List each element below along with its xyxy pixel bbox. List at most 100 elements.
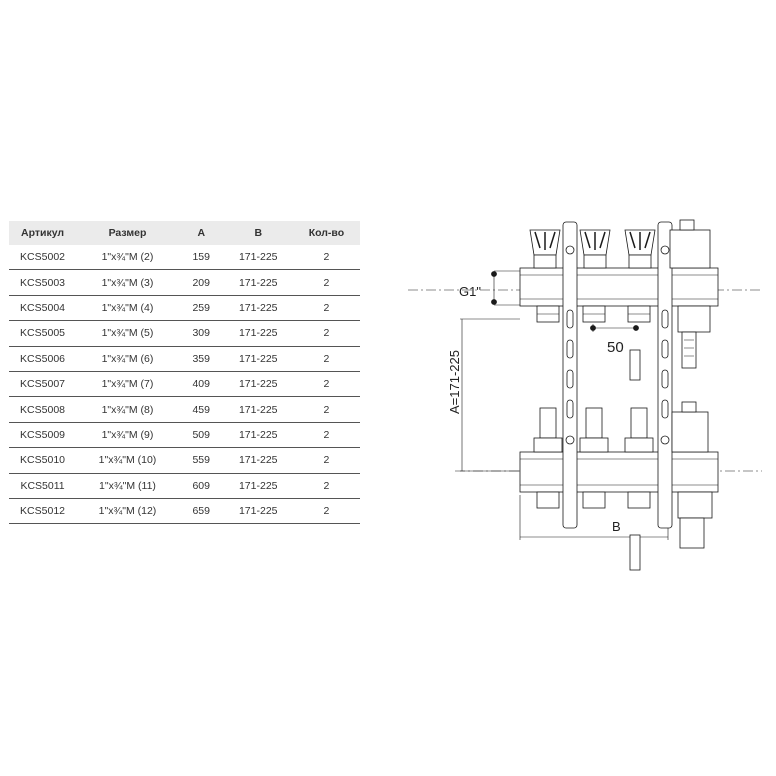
cell-size: 1"x¾"M (11) bbox=[76, 473, 179, 499]
cell-b: 171-225 bbox=[223, 371, 293, 398]
cell-b: 171-225 bbox=[223, 396, 293, 423]
cell-a: 159 bbox=[178, 245, 224, 271]
cell-size: 1"x¾"M (9) bbox=[76, 422, 179, 449]
cell-article: KCS5005 bbox=[9, 320, 77, 347]
cell-article: KCS5002 bbox=[9, 245, 77, 271]
cell-b: 171-225 bbox=[223, 320, 293, 347]
top-outlet-2 bbox=[582, 305, 606, 323]
bottom-flow-meter-1 bbox=[533, 407, 563, 453]
cell-a: 209 bbox=[178, 269, 224, 296]
top-manifold-bar bbox=[519, 267, 719, 307]
cell-a: 659 bbox=[178, 498, 224, 525]
pitch-dimension: 50 bbox=[590, 324, 639, 356]
cell-size: 1"x¾"M (4) bbox=[76, 295, 179, 322]
manifold-technical-drawing: G1" A=171-225 50 B bbox=[408, 219, 762, 571]
header-article: Артикул bbox=[9, 221, 77, 245]
cell-a: 459 bbox=[178, 396, 224, 423]
bottom-manifold-bar bbox=[519, 451, 719, 493]
bottom-outlet-3 bbox=[627, 491, 651, 509]
top-outlet-3 bbox=[627, 305, 651, 323]
bottom-drain-valve bbox=[629, 491, 713, 571]
cell-quantity: 2 bbox=[292, 245, 360, 271]
cell-article: KCS5012 bbox=[9, 498, 77, 525]
header-a: A bbox=[178, 221, 224, 245]
cell-a: 609 bbox=[178, 473, 224, 499]
cell-b: 171-225 bbox=[223, 447, 293, 474]
right-mounting-bracket bbox=[657, 221, 673, 529]
cell-article: KCS5009 bbox=[9, 422, 77, 449]
cell-a: 409 bbox=[178, 371, 224, 398]
bottom-outlet-1 bbox=[536, 491, 560, 509]
cell-quantity: 2 bbox=[292, 473, 360, 499]
cell-size: 1"x¾"M (5) bbox=[76, 320, 179, 347]
cell-article: KCS5003 bbox=[9, 269, 77, 296]
cell-a: 259 bbox=[178, 295, 224, 322]
cell-quantity: 2 bbox=[292, 269, 360, 296]
header-quantity: Кол-во bbox=[292, 221, 360, 245]
cell-article: KCS5007 bbox=[9, 371, 77, 398]
table-header-row: Артикул Размер A B Кол-во bbox=[9, 221, 360, 245]
cell-article: KCS5011 bbox=[9, 473, 77, 499]
cell-article: KCS5004 bbox=[9, 295, 77, 322]
cell-article: KCS5008 bbox=[9, 396, 77, 423]
cell-quantity: 2 bbox=[292, 346, 360, 372]
cell-a: 359 bbox=[178, 346, 224, 372]
cell-quantity: 2 bbox=[292, 396, 360, 423]
top-valve-2 bbox=[579, 229, 611, 269]
cell-b: 171-225 bbox=[223, 422, 293, 449]
cell-quantity: 2 bbox=[292, 447, 360, 474]
cell-b: 171-225 bbox=[223, 346, 293, 372]
g1-label: G1" bbox=[459, 284, 481, 299]
cell-size: 1"x¾"M (3) bbox=[76, 269, 179, 296]
cell-a: 309 bbox=[178, 320, 224, 347]
cell-quantity: 2 bbox=[292, 371, 360, 398]
cell-size: 1"x¾"M (7) bbox=[76, 371, 179, 398]
cell-b: 171-225 bbox=[223, 473, 293, 499]
bottom-air-vent bbox=[671, 401, 709, 453]
cell-quantity: 2 bbox=[292, 498, 360, 525]
a-label: A=171-225 bbox=[447, 350, 462, 414]
cell-quantity: 2 bbox=[292, 295, 360, 322]
bottom-flow-meter-2 bbox=[579, 407, 609, 453]
g1-dimension: G1" bbox=[459, 270, 520, 306]
cell-quantity: 2 bbox=[292, 422, 360, 449]
header-b: B bbox=[223, 221, 293, 245]
cell-size: 1"x¾"M (12) bbox=[76, 498, 179, 525]
cell-size: 1"x¾"M (8) bbox=[76, 396, 179, 423]
cell-b: 171-225 bbox=[223, 295, 293, 322]
b-label: B bbox=[612, 519, 621, 534]
bottom-outlet-2 bbox=[582, 491, 606, 509]
top-valve-1 bbox=[529, 229, 561, 269]
cell-a: 559 bbox=[178, 447, 224, 474]
cell-quantity: 2 bbox=[292, 320, 360, 347]
bottom-flow-meter-3 bbox=[624, 407, 654, 453]
cell-size: 1"x¾"M (2) bbox=[76, 245, 179, 271]
top-air-vent bbox=[669, 219, 711, 269]
top-drain-valve bbox=[629, 305, 711, 381]
cell-article: KCS5010 bbox=[9, 447, 77, 474]
top-valve-3 bbox=[624, 229, 656, 269]
cell-article: KCS5006 bbox=[9, 346, 77, 372]
left-mounting-bracket bbox=[562, 221, 578, 529]
cell-b: 171-225 bbox=[223, 245, 293, 271]
header-size: Размер bbox=[76, 221, 179, 245]
cell-b: 171-225 bbox=[223, 498, 293, 525]
pitch-label: 50 bbox=[607, 339, 624, 356]
cell-size: 1"x¾"M (6) bbox=[76, 346, 179, 372]
a-dimension: A=171-225 bbox=[447, 318, 520, 472]
cell-b: 171-225 bbox=[223, 269, 293, 296]
cell-size: 1"x¾"M (10) bbox=[76, 447, 179, 474]
top-outlet-1 bbox=[536, 305, 560, 323]
cell-a: 509 bbox=[178, 422, 224, 449]
